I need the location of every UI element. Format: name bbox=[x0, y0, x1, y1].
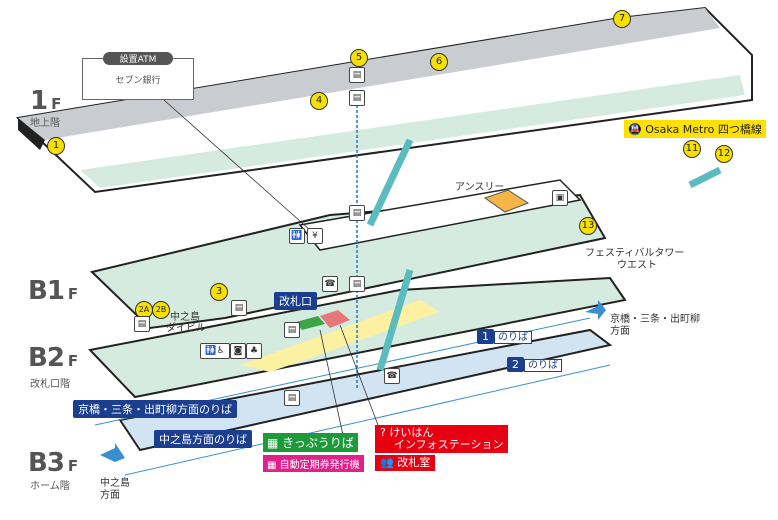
daibiru-label-2: ダイビル bbox=[166, 323, 206, 334]
escalator bbox=[366, 138, 414, 227]
ticket-icon: ▦ bbox=[267, 436, 279, 450]
floor-unit: F bbox=[51, 95, 61, 113]
restroom-icon: 🚻 bbox=[289, 228, 305, 244]
shop-ansuri-label: アンスリー bbox=[455, 182, 505, 193]
floor-number: B2 bbox=[28, 343, 65, 373]
floor-unit: F bbox=[67, 457, 78, 475]
nursing-room-icon: ◙ bbox=[230, 343, 246, 359]
osaka-metro-label: 🚇 Osaka Metro 四つ橋線 bbox=[624, 120, 766, 138]
legend-office-text: 改札室 bbox=[397, 456, 431, 469]
legend-tickets: ▦ きっぷうりば bbox=[263, 433, 358, 452]
ticket-machines bbox=[296, 316, 325, 330]
daibiru-label-1: 中之島 bbox=[170, 312, 200, 323]
floor-unit: F bbox=[67, 352, 78, 370]
elevator-icon: ▤ bbox=[349, 205, 365, 221]
platform-text: のりば bbox=[524, 359, 562, 372]
floor-1f-sub: 地上階 bbox=[30, 118, 60, 129]
floor-1f-walkway bbox=[18, 8, 720, 140]
exit-5[interactable]: 5 bbox=[350, 49, 368, 67]
exit-13[interactable]: 13 bbox=[579, 217, 597, 235]
exit-11[interactable]: 11 bbox=[683, 140, 701, 158]
legend-info: ? けいはんインフォステーション bbox=[375, 425, 509, 453]
festival-tower-label: フェスティバルタワー bbox=[585, 248, 685, 259]
exit-3[interactable]: 3 bbox=[210, 283, 228, 301]
floor-unit: F bbox=[67, 285, 78, 303]
platform-text: のりば bbox=[494, 331, 532, 344]
platform-kyobashi-label: 京橋・三条・出町柳方面のりば bbox=[73, 400, 237, 418]
exit-12[interactable]: 12 bbox=[715, 145, 733, 163]
ticket-gate-label: 改札口 bbox=[274, 292, 317, 310]
exit-2b[interactable]: 2B bbox=[152, 301, 170, 319]
exit-1[interactable]: 1 bbox=[47, 137, 65, 155]
platform-number: 2 bbox=[507, 357, 524, 372]
atm-bank: セブン銀行 bbox=[115, 76, 161, 86]
escalator bbox=[376, 268, 414, 372]
floor-number: B3 bbox=[28, 448, 65, 478]
atm-icon: ¥ bbox=[307, 228, 323, 244]
direction-nakanoshima: 中之島 bbox=[100, 478, 130, 489]
floor-1f-edge bbox=[18, 118, 45, 150]
escalator bbox=[688, 166, 722, 189]
floor-number: B1 bbox=[28, 276, 65, 306]
floor-1f-green bbox=[80, 75, 745, 188]
phone-icon: ☎ bbox=[384, 368, 400, 384]
floor-b3-sub: ホーム階 bbox=[30, 481, 70, 492]
legend-commuter-text: 自動定期券発行機 bbox=[279, 460, 360, 471]
atm-callout: 設置ATM セブン銀行 bbox=[82, 52, 194, 100]
question-icon: ? bbox=[380, 426, 386, 439]
train-icon: 🚇 bbox=[628, 123, 642, 136]
concourse-area bbox=[240, 300, 440, 372]
floor-number: 1 bbox=[30, 86, 48, 116]
legend-commuter: ▦ 自動定期券発行機 bbox=[263, 455, 364, 472]
staff-icon: 👥 bbox=[380, 456, 394, 469]
phone-icon: ☎ bbox=[322, 276, 338, 292]
commuter-machine-icon: ▦ bbox=[267, 460, 277, 471]
legend-office: 👥 改札室 bbox=[375, 455, 436, 471]
coin-locker-icon: ▣ bbox=[552, 190, 568, 206]
platform-number: 1 bbox=[477, 329, 494, 344]
baby-icon: ♣ bbox=[246, 343, 262, 359]
arrow-right-icon bbox=[585, 300, 606, 320]
elevator-icon: ▤ bbox=[349, 67, 365, 83]
exit-4[interactable]: 4 bbox=[310, 92, 328, 110]
floor-b2-sub: 改札口階 bbox=[30, 379, 70, 390]
info-station bbox=[320, 310, 350, 328]
elevator-icon: ▤ bbox=[349, 90, 365, 106]
exit-6[interactable]: 6 bbox=[430, 53, 448, 71]
metro-line-name: Osaka Metro 四つ橋線 bbox=[645, 123, 762, 136]
legend-info-text-2: インフォステーション bbox=[394, 438, 504, 451]
platform-nakanoshima-label: 中之島方面のりば bbox=[154, 430, 252, 448]
elevator-icon: ▤ bbox=[134, 316, 150, 332]
direction-kyobashi-sub: 方面 bbox=[610, 326, 630, 337]
exit-7[interactable]: 7 bbox=[613, 10, 631, 28]
legend-info-text-1: けいはん bbox=[389, 426, 434, 439]
leader-line bbox=[339, 324, 379, 426]
shop-ansuri bbox=[483, 189, 530, 213]
accessible-restroom-icon: 🚻♿ bbox=[200, 343, 230, 359]
festival-tower-west-label: ウエスト bbox=[617, 260, 657, 271]
arrow-left-icon bbox=[100, 443, 125, 462]
direction-kyobashi: 京橋・三条・出町柳 bbox=[610, 314, 700, 325]
elevator-icon: ▤ bbox=[284, 322, 300, 338]
elevator-icon: ▤ bbox=[349, 276, 365, 292]
track-line bbox=[124, 364, 611, 476]
elevator-icon: ▤ bbox=[231, 300, 247, 316]
direction-nakanoshima-sub: 方面 bbox=[100, 490, 120, 501]
legend-tickets-text: きっぷうりば bbox=[282, 436, 354, 450]
leader-line bbox=[154, 91, 311, 231]
atm-title: 設置ATM bbox=[103, 52, 173, 65]
elevator-icon: ▤ bbox=[284, 390, 300, 406]
leader-line bbox=[319, 329, 344, 436]
